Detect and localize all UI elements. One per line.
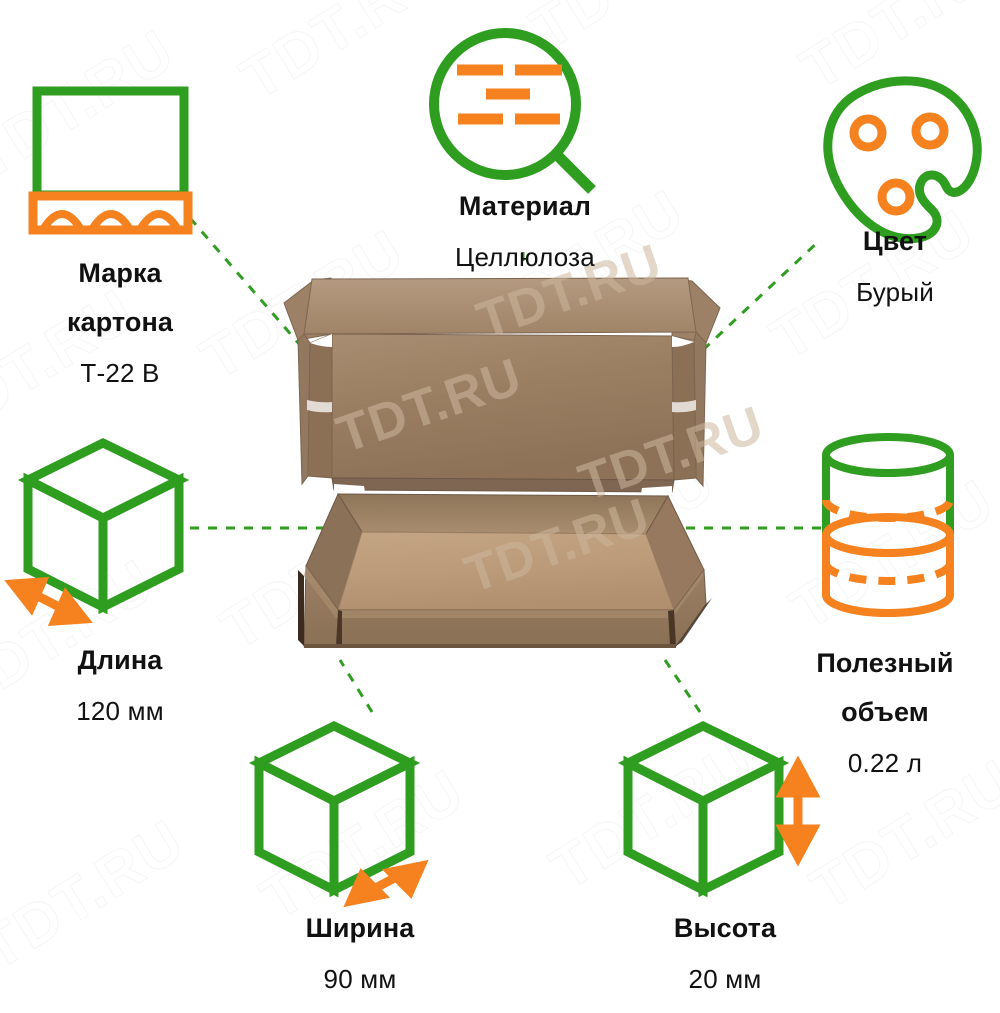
feature-title-grade-line2: картона — [66, 307, 174, 338]
feature-title-grade: Марка — [78, 258, 162, 289]
feature-label-material: Материал Целлюлоза — [375, 173, 675, 291]
feature-title-volume-line2: объем — [841, 697, 929, 728]
feature-title-color: Цвет — [862, 226, 928, 257]
feature-value-color: Бурый — [856, 277, 934, 308]
feature-title-volume: Полезный — [816, 648, 954, 679]
feature-value-grade: Т-22 В — [80, 358, 160, 389]
feature-title-width: Ширина — [305, 913, 415, 944]
feature-value-volume: 0.22 л — [847, 748, 923, 779]
feature-value-length: 120 мм — [76, 696, 164, 727]
feature-label-width: Ширина 90 мм — [235, 895, 485, 1013]
feature-label-color: Цвет Бурый — [790, 208, 1000, 326]
feature-value-material: Целлюлоза — [455, 242, 595, 273]
feature-label-grade: Марка картона Т-22 В — [0, 240, 240, 407]
feature-title-height: Высота — [673, 913, 777, 944]
feature-title-length: Длина — [77, 645, 163, 676]
feature-value-width: 90 мм — [323, 964, 397, 995]
cardboard-mailer-box-photo: TDT.RU TDT.RU TDT.RU TDT.RU — [276, 234, 771, 678]
feature-label-height: Высота 20 мм — [600, 895, 850, 1013]
box-illustration — [283, 277, 721, 648]
feature-label-volume: Полезный объем 0.22 л — [770, 630, 1000, 797]
feature-title-material: Материал — [458, 191, 592, 222]
feature-value-height: 20 мм — [688, 964, 762, 995]
connector-color — [701, 238, 822, 352]
feature-label-length: Длина 120 мм — [0, 627, 240, 745]
